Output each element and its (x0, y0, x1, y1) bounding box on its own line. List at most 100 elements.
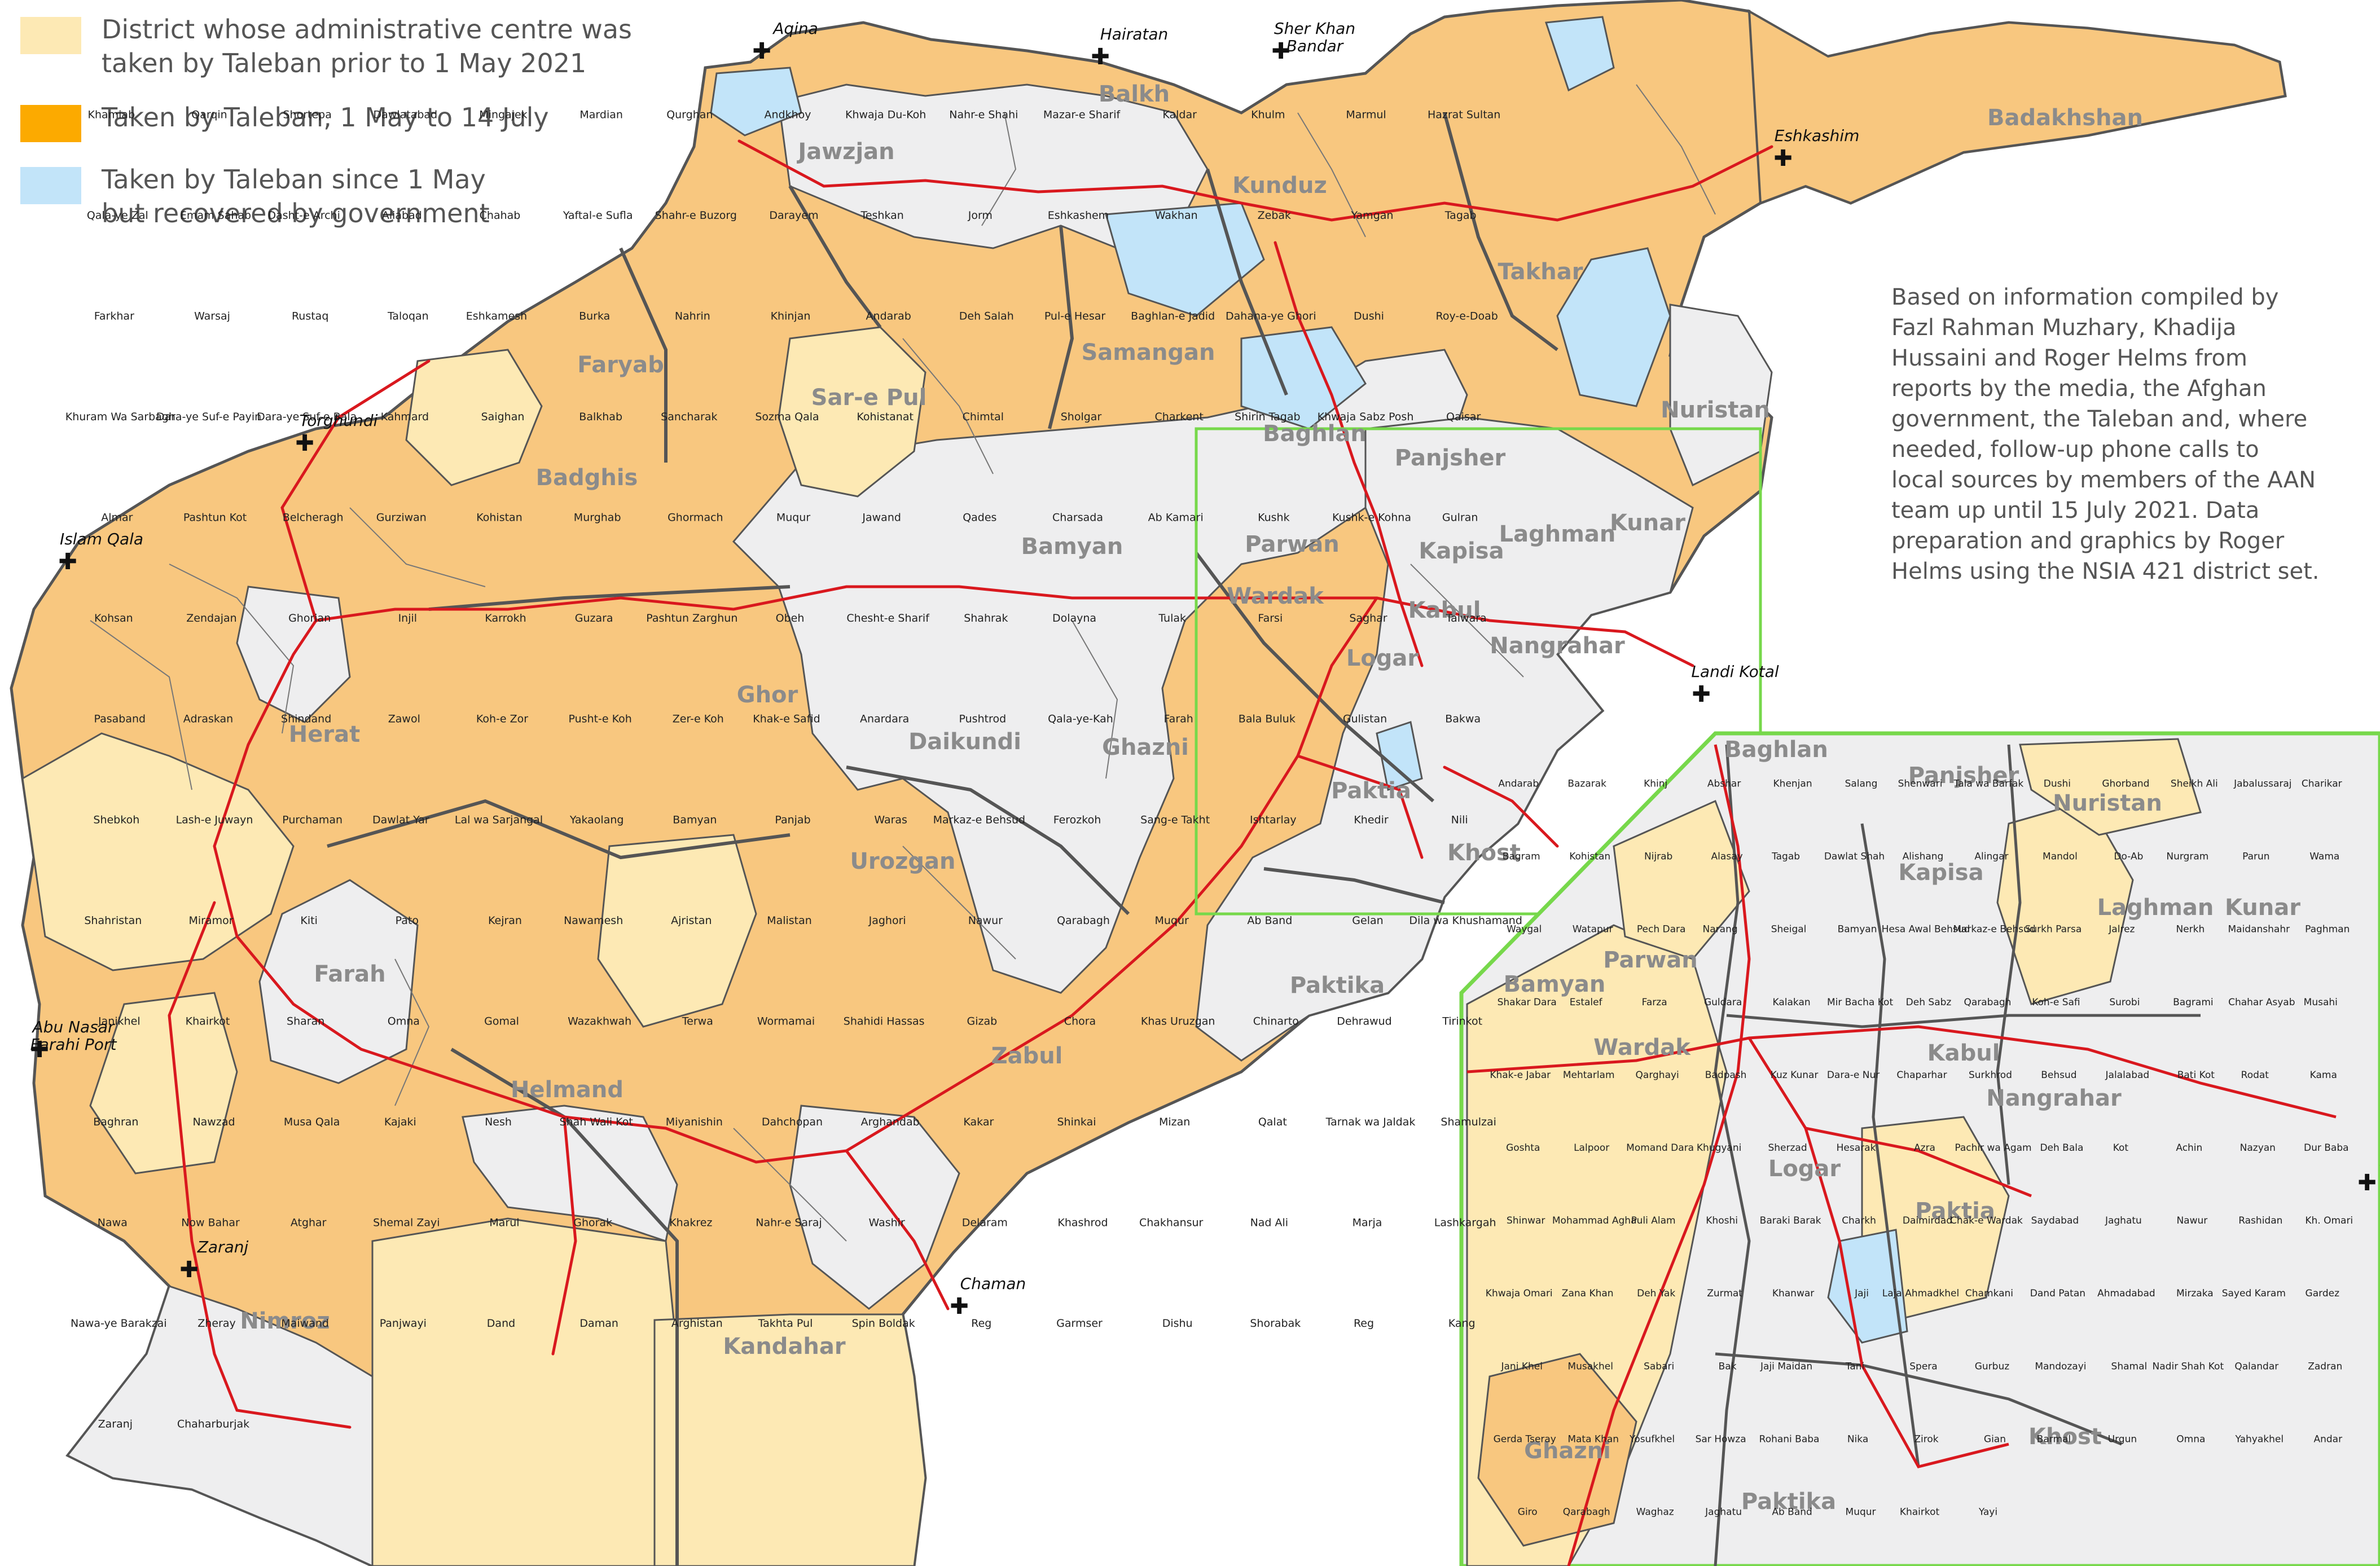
province-label-farah: Farah (314, 961, 385, 987)
border-crossing-marker-4: ✚ (295, 430, 314, 456)
inset-district-label-gurbuz-111: Gurbuz (1975, 1361, 2010, 1372)
border-crossing-marker-5: ✚ (58, 549, 77, 575)
district-label-pul-e-hesar-40: Pul-e Hesar (1044, 310, 1106, 322)
district-label-miramor-121: Miramor (188, 914, 233, 927)
inset-district-label-jalalabad-61: Jalalabad (2105, 1070, 2150, 1081)
district-label-nawa-165: Nawa (98, 1217, 128, 1229)
district-label-reg-189: Reg (971, 1317, 991, 1330)
inset-district-label-achin-75: Achin (2176, 1142, 2202, 1154)
district-label-arghistan-186: Arghistan (671, 1317, 723, 1330)
district-label-qarabagh-130: Qarabagh (1057, 914, 1110, 927)
inset-district-label-kuz-kunar-56: Kuz Kunar (1771, 1070, 1819, 1081)
district-label-nawzad-151: Nawzad (192, 1116, 235, 1128)
inset-district-label-andarab-0: Andarab (1498, 778, 1539, 790)
province-label-khost: Khost (1447, 840, 1521, 866)
district-label-mazar-e-sharif-10: Mazar-e Sharif (1043, 108, 1121, 121)
district-label-marul-169: Marul (489, 1217, 519, 1229)
inset-district-label-mir-bacha-kot-44: Mir Bacha Kot (1827, 997, 1894, 1008)
region-pre-may-helmand-south (371, 1217, 678, 1566)
inset-district-label-khwaja-omari-91: Khwaja Omari (1486, 1288, 1553, 1299)
district-borders (90, 84, 1716, 1242)
inset-province-label-paktia: Paktia (1915, 1198, 1995, 1224)
inset-district-label-surobi-48: Surobi (2109, 997, 2140, 1008)
district-label-muqur-131: Muqur (1154, 914, 1189, 927)
inset-district-label-bagrami-49: Bagrami (2173, 997, 2214, 1008)
district-label-qurghan-6: Qurghan (666, 108, 713, 121)
district-label-kaldar-11: Kaldar (1162, 108, 1197, 121)
district-label-shemal-zayi-168: Shemal Zayi (373, 1217, 440, 1229)
inset-district-label-barmal-125: Barmal (2037, 1433, 2071, 1445)
district-label-panjwayi-183: Panjwayi (380, 1317, 427, 1330)
district-label-gurziwan-63: Gurziwan (376, 512, 427, 524)
inset-district-label-zirok-123: Zirok (1914, 1433, 1938, 1445)
district-label-balkhab-50: Balkhab (579, 411, 622, 423)
district-label-zheray-181: Zheray (197, 1317, 235, 1330)
inset-district-label-rohani-baba-121: Rohani Baba (1759, 1433, 1820, 1445)
district-label-wazakhwah-140: Wazakhwah (568, 1015, 631, 1027)
inset-district-label-nerkh-36: Nerkh (2176, 924, 2205, 935)
inset-district-label-chahar-asyab-50: Chahar Asyab (2228, 997, 2295, 1008)
region-pre-may-ghor-south (597, 834, 757, 1028)
inset-district-label-waygal-26: Waygal (1507, 924, 1542, 935)
region-government-kandahar (789, 1105, 960, 1310)
district-label-tarnak-wa-jaldak-163: Tarnak wa Jaldak (1325, 1116, 1416, 1128)
inset-district-label-omna-127: Omna (2176, 1433, 2205, 1445)
district-label-taloqan-33: Taloqan (387, 310, 429, 322)
district-label-pashtun-kot-61: Pashtun Kot (183, 512, 247, 524)
district-label-lashkargah-179: Lashkargah (1434, 1217, 1496, 1229)
district-label-zaranj-195: Zaranj (98, 1418, 133, 1431)
district-label-nawur-129: Nawur (968, 914, 1003, 927)
district-label-mardian-5: Mardian (579, 108, 623, 121)
district-label-charkent-56: Charkent (1155, 411, 1204, 423)
border-crossing-label-eshkashim: Eshkashim (1775, 126, 1860, 145)
inset-district-label-shinwar-78: Shinwar (1507, 1215, 1545, 1226)
district-label-wakhan-26: Wakhan (1155, 209, 1198, 222)
district-label-muqur-67: Muqur (776, 512, 811, 524)
inset-district-label-giro-130: Giro (1518, 1506, 1538, 1517)
district-label-waras-113: Waras (874, 813, 907, 826)
district-label-sancharak-51: Sancharak (661, 411, 717, 423)
district-label-saighan-49: Saighan (481, 411, 525, 423)
inset-district-label-jaji-maidan-108: Jaji Maidan (1760, 1361, 1812, 1372)
inset-district-label-sherzad-69: Sherzad (1768, 1142, 1807, 1154)
inset-district-label-badpash-55: Badpash (1705, 1070, 1747, 1081)
district-label-malistan-127: Malistan (767, 914, 812, 927)
inset-district-label-zana-khan-92: Zana Khan (1562, 1288, 1614, 1299)
district-label-farkhar-30: Farkhar (94, 310, 134, 322)
inset-district-label-mandozayi-112: Mandozayi (2035, 1361, 2086, 1372)
district-label-hazrat-sultan-14: Hazrat Sultan (1428, 108, 1500, 121)
inset-district-label-lalpoor-66: Lalpoor (1574, 1142, 1609, 1154)
inset-district-label-qarghayi-54: Qarghayi (1636, 1070, 1679, 1081)
inset-district-label-deh-sabz-45: Deh Sabz (1906, 997, 1952, 1008)
district-label-emam-sahab-16: Emam Sahab (180, 209, 251, 222)
region-recovered-takhar (1544, 16, 1615, 92)
district-label-shahrak-84: Shahrak (964, 612, 1008, 624)
district-label-ferozkoh-115: Ferozkoh (1053, 813, 1101, 826)
district-label-chesht-e-sharif-83: Chesht-e Sharif (846, 612, 930, 624)
district-label-dahana-ye-ghori-42: Dahana-ye Ghori (1226, 310, 1316, 322)
district-label-andkhoy-7: Andkhoy (764, 108, 811, 121)
province-labels-main: BadakhshanTakharKunduzBalkhJawzjanFaryab… (240, 81, 2143, 1360)
district-label-gomal-139: Gomal (484, 1015, 519, 1027)
district-label-jaghori-128: Jaghori (868, 914, 906, 927)
border-crossing-marker-8: ✚ (950, 1294, 969, 1319)
inset-district-label-markaz-e-behsud-33: Markaz-e Behsud (1953, 924, 2035, 935)
inset-district-label-pech-dara-28: Pech Dara (1637, 924, 1686, 935)
district-label-kohistanat-53: Kohistanat (857, 411, 914, 423)
inset-district-label-wama-25: Wama (2309, 851, 2339, 863)
district-label-khuram-wa-sarbagh-45: Khuram Wa Sarbagh (65, 411, 175, 423)
district-label-taiwara-89: Taiwara (1446, 612, 1487, 624)
inset-district-label-rashidan-89: Rashidan (2238, 1215, 2282, 1226)
inset-indicator (1195, 427, 1762, 916)
district-label-zebak-27: Zebak (1258, 209, 1291, 222)
district-label-tulak-86: Tulak (1158, 612, 1186, 624)
inset-district-label-maidanshahr-37: Maidanshahr (2228, 924, 2290, 935)
district-label-bala-buluk-102: Bala Buluk (1239, 713, 1296, 725)
district-label-musa-qala-152: Musa Qala (284, 1116, 340, 1128)
district-label-bakwa-104: Bakwa (1445, 713, 1481, 725)
district-label-khulm-12: Khulm (1251, 108, 1285, 121)
district-label-kahmard-48: Kahmard (381, 411, 429, 423)
district-label-nahrin-36: Nahrin (675, 310, 710, 322)
